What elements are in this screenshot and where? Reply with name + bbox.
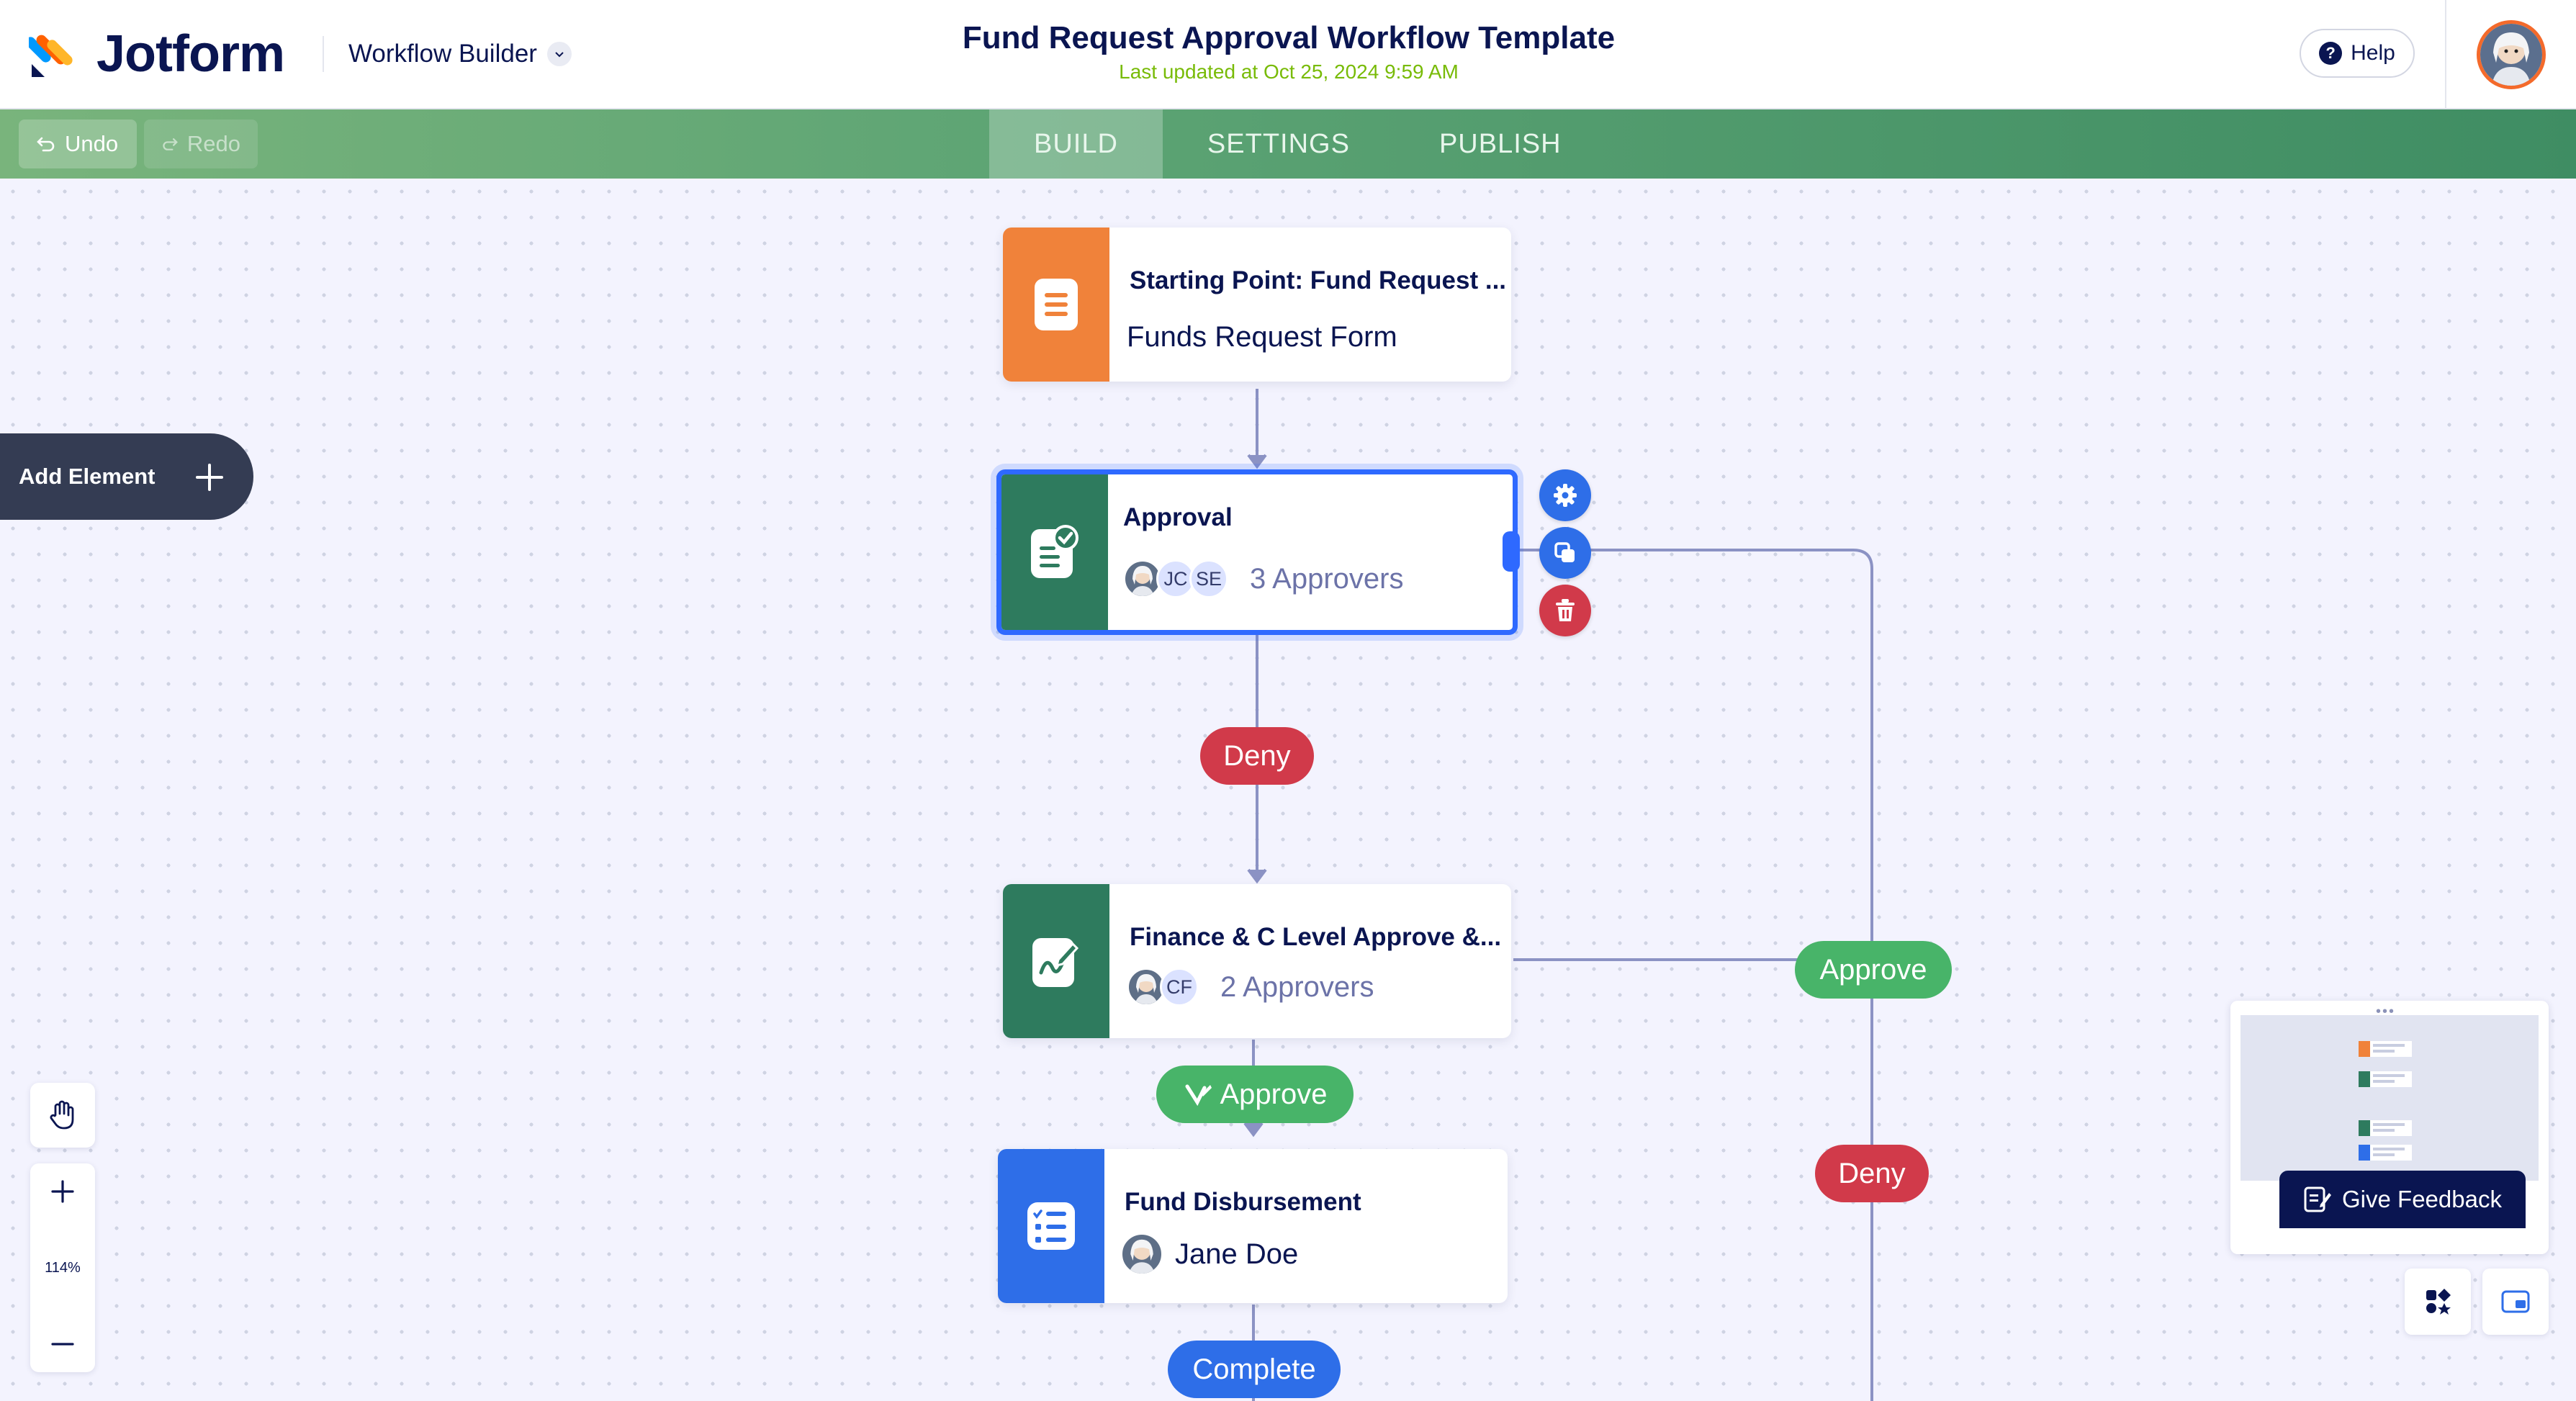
- zoom-controls: 114%: [30, 1163, 95, 1372]
- pan-mode-button[interactable]: [30, 1083, 95, 1148]
- last-updated: Last updated at Oct 25, 2024 9:59 AM: [1119, 60, 1459, 83]
- zoom-out-button[interactable]: [50, 1332, 75, 1356]
- redo-label: Redo: [186, 131, 240, 156]
- give-feedback-button[interactable]: Give Feedback: [2279, 1171, 2526, 1228]
- assignee-name: Jane Doe: [1175, 1238, 1299, 1270]
- page-title[interactable]: Fund Request Approval Workflow Template: [962, 20, 1616, 55]
- node-title: Approval: [1123, 503, 1233, 531]
- approval-icon: [1001, 474, 1108, 630]
- minimap-toggle-button[interactable]: [2482, 1269, 2549, 1335]
- undo-button[interactable]: Undo: [19, 120, 137, 168]
- approvers-count: 3 Approvers: [1250, 562, 1404, 595]
- node-settings-button[interactable]: [1539, 469, 1591, 521]
- redo-icon: [163, 138, 178, 150]
- avatar: [1127, 968, 1166, 1006]
- node-subtitle: Funds Request Form: [1127, 321, 1397, 353]
- node-duplicate-button[interactable]: [1539, 527, 1591, 579]
- jotform-logo[interactable]: Jotform: [29, 24, 285, 84]
- approvers-row: JC SE 3 Approvers: [1123, 559, 1403, 598]
- edge-label-approve[interactable]: Approve: [1795, 941, 1952, 999]
- connector-handle[interactable]: [1503, 531, 1520, 572]
- node-title: Fund Disbursement: [1125, 1188, 1361, 1216]
- shapes-icon: [2426, 1289, 2451, 1315]
- minimap-drag-handle[interactable]: •••: [2376, 1004, 2396, 1019]
- zoom-in-button[interactable]: [50, 1179, 75, 1204]
- title-block: Fund Request Approval Workflow Template …: [792, 20, 1785, 84]
- avatar: [1120, 1233, 1163, 1276]
- element-library-button[interactable]: [2405, 1269, 2471, 1335]
- trash-icon: [1556, 599, 1575, 621]
- hand-icon: [50, 1100, 74, 1130]
- approve-label: Approve: [1819, 953, 1927, 986]
- approvers-row: CF 2 Approvers: [1127, 968, 1374, 1006]
- jotform-logo-icon: [29, 35, 73, 77]
- approval-node[interactable]: Approval JC SE 3 Approvers: [996, 469, 1518, 635]
- task-list-icon: [998, 1149, 1104, 1303]
- help-icon: ?: [2319, 42, 2343, 65]
- workflow-builder-label: Workflow Builder: [348, 40, 537, 68]
- tab-build[interactable]: BUILD: [989, 109, 1163, 179]
- duplicate-icon: [1554, 542, 1575, 562]
- edge-label-deny[interactable]: Deny: [1200, 727, 1314, 785]
- edge-label-deny[interactable]: Deny: [1815, 1145, 1929, 1202]
- undo-icon: [37, 137, 55, 152]
- avatar: CF: [1160, 968, 1199, 1006]
- gear-icon: [1554, 484, 1577, 507]
- tab-publish[interactable]: PUBLISH: [1438, 128, 1562, 159]
- give-feedback-label: Give Feedback: [2342, 1186, 2502, 1212]
- zoom-level: 114%: [45, 1259, 81, 1276]
- top-header: Jotform Workflow Builder Fund Request Ap…: [0, 0, 2576, 109]
- chevron-down-icon: [546, 42, 572, 66]
- add-element-button[interactable]: Add Element: [0, 433, 253, 520]
- starting-point-node[interactable]: Starting Point: Fund Request ... Funds R…: [1003, 228, 1511, 382]
- undo-label: Undo: [65, 131, 119, 156]
- redo-button[interactable]: Redo: [144, 120, 258, 168]
- plus-icon: [196, 464, 223, 491]
- workflow-canvas[interactable]: Add Element Starting Point: Fund Request…: [0, 179, 2576, 1401]
- avatar: SE: [1189, 559, 1228, 598]
- help-label: Help: [2351, 41, 2395, 65]
- form-icon: [1003, 228, 1109, 382]
- builder-tabs: BUILD SETTINGS PUBLISH: [989, 109, 1606, 179]
- help-button[interactable]: ? Help: [2300, 29, 2415, 78]
- finance-approval-node[interactable]: Finance & C Level Approve &... CF 2 Appr…: [1003, 884, 1511, 1038]
- node-title: Finance & C Level Approve &...: [1130, 923, 1502, 951]
- form-name: Funds Request Form: [1127, 321, 1397, 353]
- approve-label: Approve: [1220, 1078, 1328, 1110]
- signature-icon: [1003, 884, 1109, 1038]
- assignee-row: Jane Doe: [1120, 1233, 1298, 1276]
- edge-label-complete[interactable]: Complete: [1168, 1341, 1341, 1398]
- builder-toolbar: Undo Redo BUILD SETTINGS PUBLISH: [0, 109, 2576, 179]
- approvers-count: 2 Approvers: [1220, 970, 1374, 1003]
- node-title: Starting Point: Fund Request ...: [1130, 266, 1507, 294]
- user-avatar[interactable]: [2477, 20, 2546, 89]
- add-element-label: Add Element: [19, 464, 156, 489]
- fund-disbursement-node[interactable]: Fund Disbursement Jane Doe: [998, 1149, 1508, 1303]
- feedback-icon: [2304, 1186, 2332, 1212]
- node-delete-button[interactable]: [1539, 585, 1591, 636]
- tab-settings[interactable]: SETTINGS: [1207, 128, 1350, 159]
- approval-stamp-icon: [1185, 1084, 1212, 1107]
- header-divider: [2445, 0, 2446, 109]
- workflow-builder-menu[interactable]: Workflow Builder: [323, 36, 572, 72]
- edge-label-approve[interactable]: Approve: [1156, 1066, 1354, 1123]
- brand-name: Jotform: [96, 25, 285, 83]
- avatar: [1123, 559, 1162, 598]
- minimap-toggle-icon: [2501, 1290, 2530, 1313]
